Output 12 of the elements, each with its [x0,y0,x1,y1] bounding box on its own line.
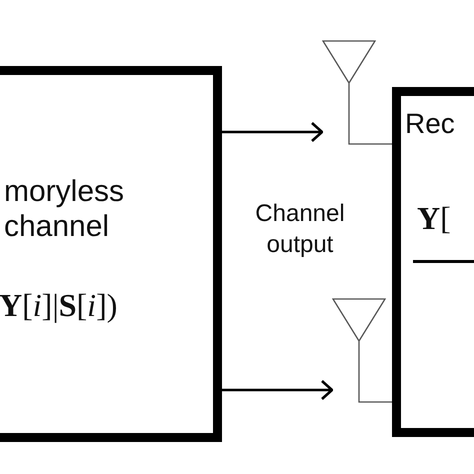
channel-label: Channel output [254,199,346,260]
box-title: moryless channel [4,175,126,244]
antenna-icon [332,298,386,402]
receiver-box [392,87,474,437]
connector-line [348,142,392,145]
arrow [222,380,334,400]
formula-text: Y[ [417,200,451,237]
arrow [222,122,324,142]
connector-line [358,400,392,403]
antenna-icon [322,40,376,144]
box-title: Rec [405,108,455,140]
channel-box [0,66,222,442]
